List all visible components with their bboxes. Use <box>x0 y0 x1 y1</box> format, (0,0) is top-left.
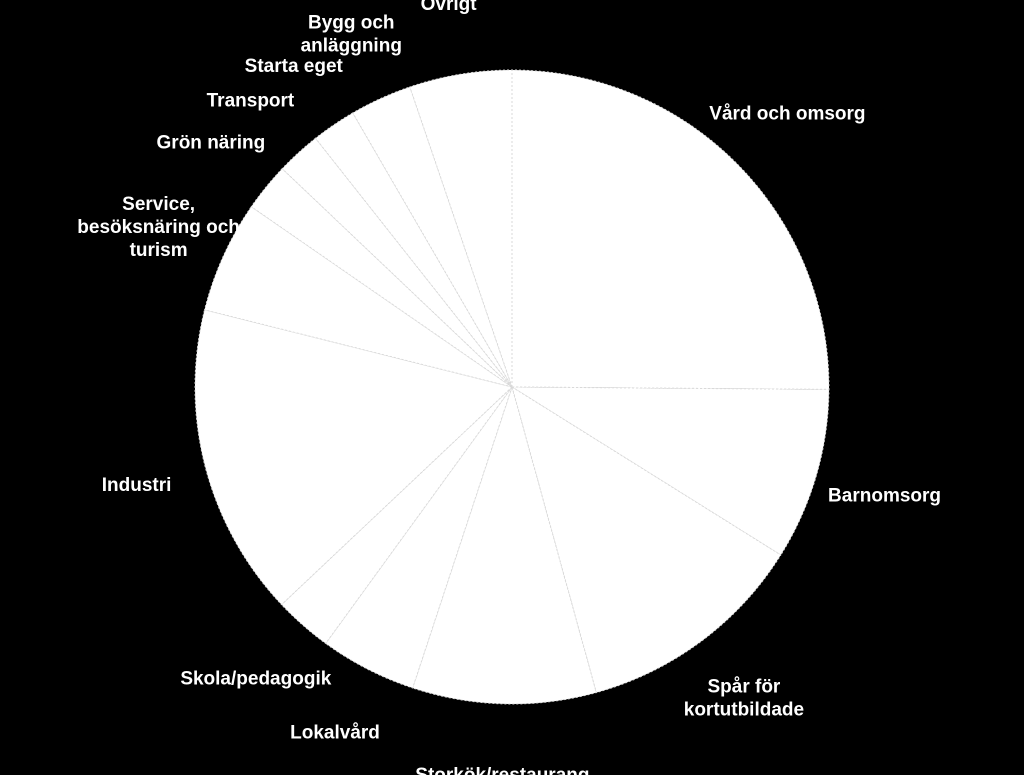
pie-label-barnomsorg: Barnomsorg <box>828 485 941 506</box>
pie-slice-storkok-restaurang <box>412 385 597 705</box>
pie-label-line: Grön näring <box>157 132 266 153</box>
pie-label-line: Spår för <box>707 677 780 698</box>
pie-slice-starta-eget <box>314 112 513 388</box>
pie-label-line: Industri <box>102 475 172 496</box>
pie-label-line: Barnomsorg <box>828 485 941 506</box>
pie-slice-service-besoksnaring-och-turism <box>203 205 513 388</box>
pie-slice-barnomsorg <box>510 386 830 556</box>
pie-label-line: anläggning <box>301 35 402 56</box>
pie-slice-gron-naring <box>250 167 513 388</box>
pie-label-line: Skola/pedagogik <box>180 668 331 689</box>
pie-slice-transport <box>281 137 513 388</box>
pie-label-starta-eget: Starta eget <box>245 56 344 77</box>
pie-label-line: Storkök/restaurang <box>415 765 589 775</box>
pie-label-storkok-restaurang: Storkök/restaurang <box>415 765 589 775</box>
pie-label-line: besöksnäring och <box>77 217 240 238</box>
pie-label-gron-naring: Grön näring <box>157 132 266 153</box>
pie-label-line: Service, <box>122 194 195 215</box>
pie-slices <box>194 69 830 705</box>
pie-label-line: kortutbildade <box>684 700 804 721</box>
pie-slice-industri <box>194 309 514 606</box>
pie-slice-spar-for-kortutbildade <box>511 385 782 694</box>
pie-label-line: Bygg och <box>308 12 395 33</box>
pie-label-industri: Industri <box>102 475 172 496</box>
pie-slice-ovrigt <box>409 69 513 388</box>
pie-slice-skola-pedagogik <box>280 386 513 645</box>
pie-label-line: Övrigt <box>421 0 478 15</box>
pie-label-skola-pedagogik: Skola/pedagogik <box>180 668 331 689</box>
pie-label-lokalvard: Lokalvård <box>290 722 380 743</box>
pie-label-line: Transport <box>207 90 295 111</box>
pie-label-transport: Transport <box>207 90 295 111</box>
pie-label-line: Starta eget <box>245 56 344 77</box>
pie-slice-vard-och-omsorg <box>511 69 830 390</box>
pie-label-ovrigt: Övrigt <box>421 0 478 15</box>
pie-label-line: Lokalvård <box>290 722 380 743</box>
pie-slice-lokalvard <box>324 386 513 689</box>
pie-slice-bygg-och-anlaggning <box>352 86 513 388</box>
pie-label-line: Vård och omsorg <box>709 104 865 125</box>
pie-label-line: turism <box>130 240 188 261</box>
pie-label-vard-och-omsorg: Vård och omsorg <box>709 104 865 125</box>
